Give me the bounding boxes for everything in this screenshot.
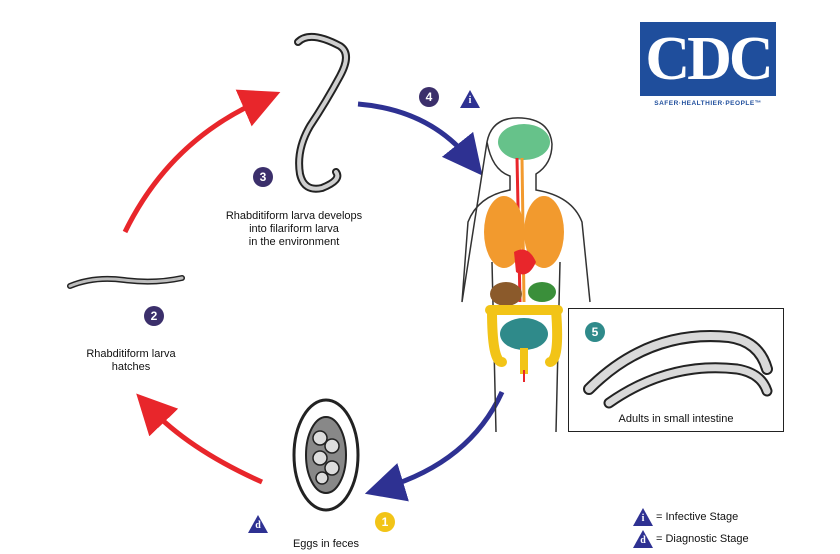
stage-1-number: 1 [375,512,395,532]
stage-5-label: Adults in small intestine [618,413,734,425]
stage-2-label: Rhabditiform larva hatches [86,348,176,373]
arrow-human-to-eggs [364,390,505,502]
stage-3-number: 3 [253,167,273,187]
human-body-illustration [461,117,591,433]
cdc-logo: CDC SAFER·HEALTHIER·PEOPLE™ [640,22,776,112]
stage-4-number: 4 [419,87,439,107]
arrow-larva-to-filariform [122,89,281,234]
stage-2-number: 2 [144,306,164,326]
cdc-logo-text: CDC [645,25,773,93]
cdc-logo-box: CDC [640,22,776,96]
rhabditiform-larva-illustration [67,275,185,289]
legend-diagnostic-icon: d [632,529,654,549]
arrow-filariform-to-human [357,101,483,176]
diagnostic-stage-marker: d [247,514,269,534]
legend-infective-text: = Infective Stage [656,511,739,523]
legend-diagnostic-text: = Diagnostic Stage [656,533,749,545]
stage-3-label: Rhabditiform larva develops into filarif… [225,210,363,248]
infective-stage-marker: i [459,89,481,109]
cdc-tagline: SAFER·HEALTHIER·PEOPLE™ [654,100,762,107]
stage-1-label: Eggs in feces [292,538,360,550]
filariform-larva-illustration [294,32,350,193]
stage-5-number: 5 [585,322,605,342]
egg-illustration [292,398,360,512]
legend-infective-icon: i [632,507,654,527]
arrow-eggs-to-larva [136,393,264,485]
adult-worms-inset: Adults in small intestine [568,308,784,432]
adult-worms-illustration [583,330,773,409]
